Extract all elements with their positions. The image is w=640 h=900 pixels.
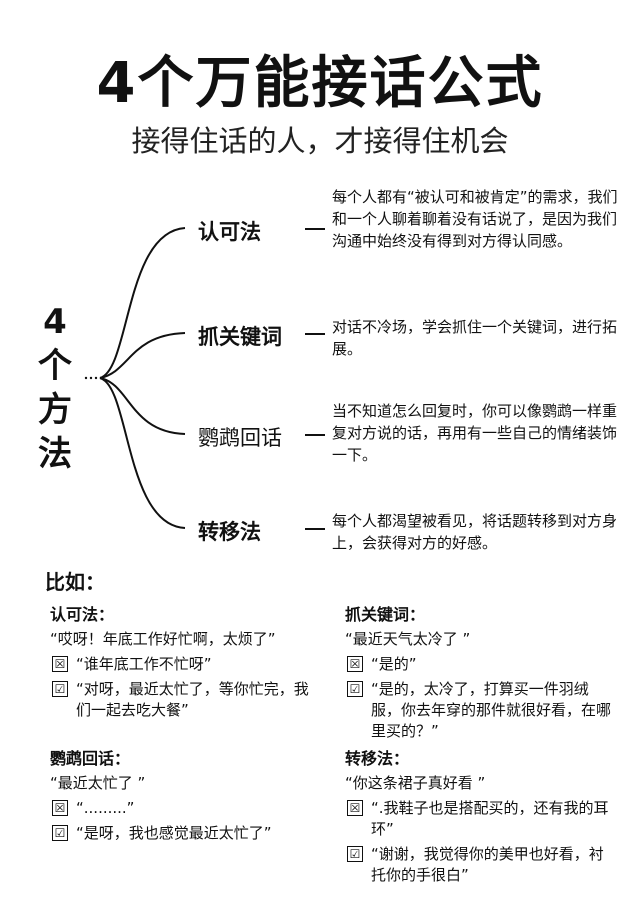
cross-box-icon: ☒ [347, 656, 363, 672]
side-label-char: 个 [38, 346, 72, 386]
check-box-icon: ☑ [52, 681, 68, 697]
reply-text: “是的” [371, 655, 417, 673]
cross-box-icon: ☒ [52, 656, 68, 672]
cross-box-icon: ☒ [347, 800, 363, 816]
example-title: 认可法： [50, 605, 115, 624]
reply-text: “是呀，我也感觉最近太忙了” [76, 824, 272, 842]
reply-text: “对呀，最近太忙了，等你忙完，我们一起去吃大餐” [76, 680, 309, 719]
example-wrong-reply: ☒ “.我鞋子也是搭配买的，还有我的耳 环” [345, 798, 615, 840]
example-recognition: 认可法： “哎呀！年底工作好忙啊，太烦了” ☒ “谁年底工作不忙呀” ☑ “对呀… [50, 604, 320, 725]
branch-line-3 [99, 377, 186, 435]
side-label-char: 4 [43, 302, 67, 342]
branch-line-4 [99, 377, 186, 529]
example-right-reply: ☑ “对呀，最近太忙了，等你忙完，我们一起去吃大餐” [50, 679, 320, 721]
branch-line-1 [99, 227, 186, 379]
cross-box-icon: ☒ [52, 800, 68, 816]
connector-dash [305, 434, 325, 436]
example-wrong-reply: ☒ “是的” [345, 654, 615, 675]
check-box-icon: ☑ [347, 846, 363, 862]
method-recognition-desc: 每个人都有“被认可和被肯定”的需求，我们和一个人聊着聊着没有话说了，是因为我们沟… [332, 188, 618, 250]
method-keyword-desc: 对话不冷场，学会抓住一个关键词，进行拓展。 [332, 318, 618, 358]
method-shift-desc: 每个人都渴望被看见，将话题转移到对方身上，会获得对方的好感。 [332, 512, 618, 552]
example-parrot: 鹦鹉回话： “最近太忙了 ” ☒ “.........” ☑ “是呀，我也感觉最… [50, 748, 320, 848]
example-right-reply: ☑ “谢谢，我觉得你的美甲也好看，衬托你的手很白” [345, 844, 615, 886]
connector-dash [305, 528, 325, 530]
check-box-icon: ☑ [347, 681, 363, 697]
side-label-char: 法 [38, 434, 72, 474]
example-keyword: 抓关键词： “最近天气太冷了 ” ☒ “是的” ☑ “是的，太冷了，打算买一件羽… [345, 604, 615, 746]
example-title: 鹦鹉回话： [50, 749, 131, 768]
example-title: 转移法： [345, 749, 410, 768]
page-title: 4个万能接话公式 [96, 51, 544, 116]
method-keyword: 抓关键词 [198, 325, 282, 349]
example-shift: 转移法： “你这条裙子真好看 ” ☒ “.我鞋子也是搭配买的，还有我的耳 环” … [345, 748, 615, 890]
examples-heading: 比如： [45, 570, 105, 594]
connector-dash [305, 228, 325, 230]
side-label-char: 方 [38, 390, 72, 430]
example-prompt: “最近太忙了 ” [50, 774, 146, 792]
branch-line-2 [99, 332, 186, 379]
page-subtitle: 接得住话的人，才接得住机会 [131, 124, 509, 158]
connector-dash [305, 333, 325, 335]
reply-text: “.........” [76, 799, 135, 817]
example-title: 抓关键词： [345, 605, 426, 624]
reply-text: “谢谢，我觉得你的美甲也好看，衬托你的手很白” [371, 845, 604, 884]
example-prompt: “你这条裙子真好看 ” [345, 774, 486, 792]
reply-text: “谁年底工作不忙呀” [76, 655, 212, 673]
method-parrot: 鹦鹉回话 [198, 426, 282, 450]
example-right-reply: ☑ “是的，太冷了，打算买一件羽绒服，你去年穿的那件就很好看，在哪里买的？” [345, 679, 615, 742]
reply-text: “.我鞋子也是搭配买的，还有我的耳 环” [371, 799, 609, 838]
example-right-reply: ☑ “是呀，我也感觉最近太忙了” [50, 823, 320, 844]
reply-text: “是的，太冷了，打算买一件羽绒服，你去年穿的那件就很好看，在哪里买的？” [371, 680, 612, 740]
side-label: 4 个 方 法 [30, 300, 80, 476]
method-recognition: 认可法 [198, 220, 261, 244]
method-parrot-desc: 当不知道怎么回复时，你可以像鹦鹉一样重复对方说的话，再用有一些自己的情绪装饰一下… [332, 402, 618, 464]
method-shift: 转移法 [198, 520, 261, 544]
example-prompt: “最近天气太冷了 ” [345, 630, 471, 648]
example-wrong-reply: ☒ “谁年底工作不忙呀” [50, 654, 320, 675]
example-wrong-reply: ☒ “.........” [50, 798, 320, 819]
check-box-icon: ☑ [52, 825, 68, 841]
example-prompt: “哎呀！年底工作好忙啊，太烦了” [50, 630, 276, 648]
